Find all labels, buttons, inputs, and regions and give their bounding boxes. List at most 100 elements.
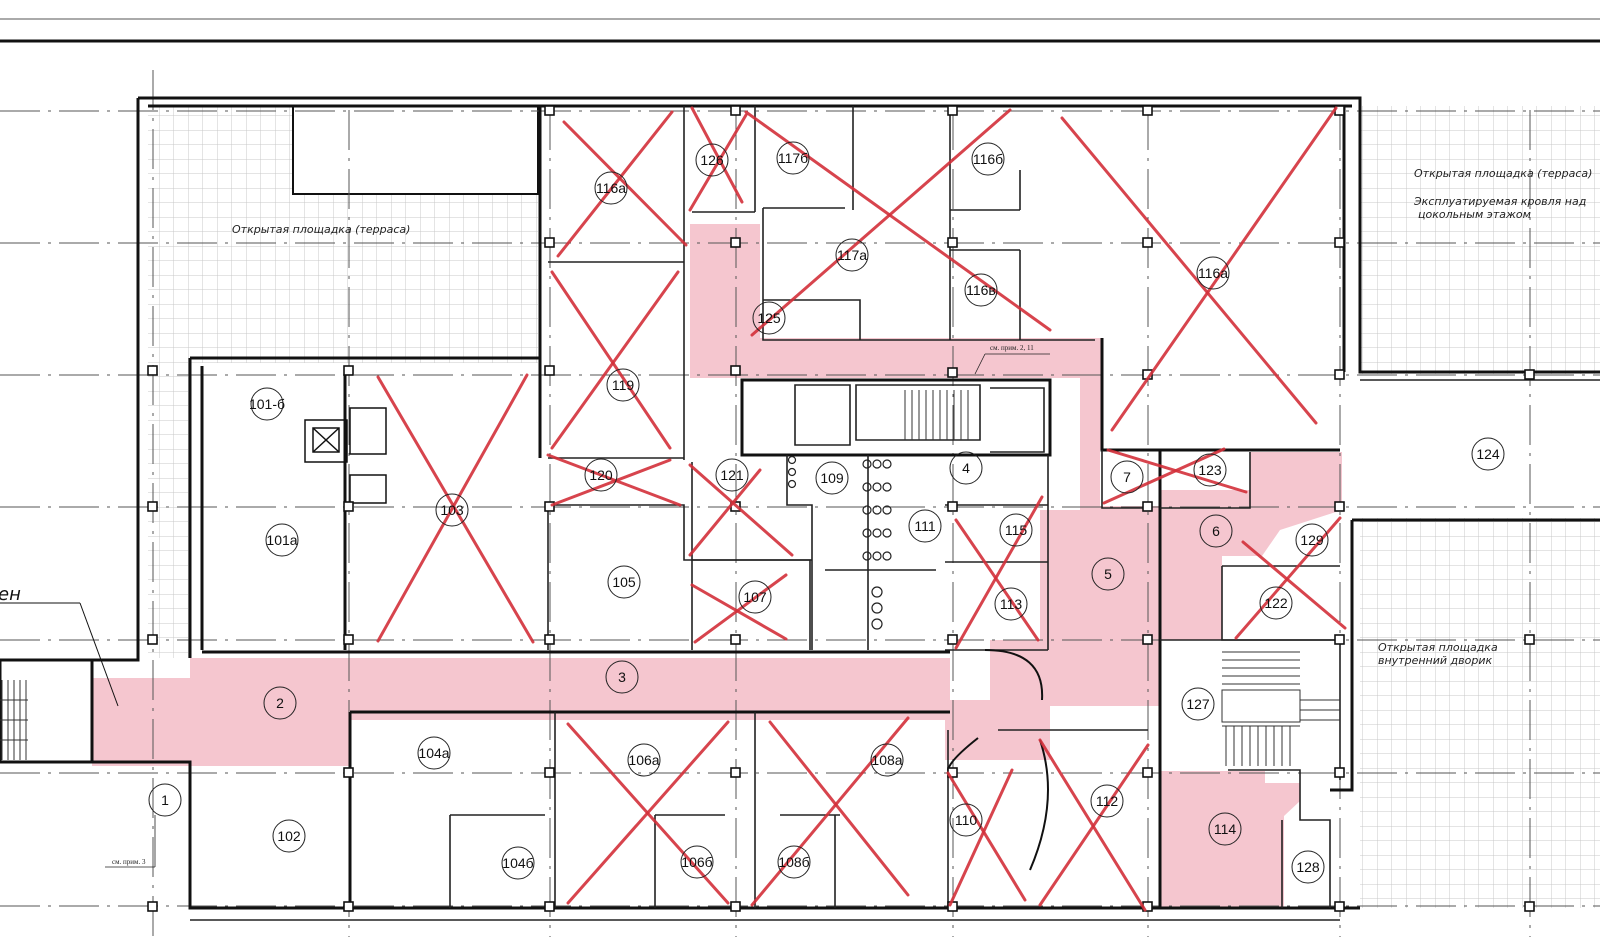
room-tag-circle (695, 143, 729, 177)
room-tag-104b: 104б (501, 846, 535, 880)
room-tag-circle (272, 819, 306, 853)
room-number: 111 (914, 518, 935, 534)
demolition-crosses (376, 106, 1347, 912)
room-tag-circle (606, 368, 640, 402)
room-tag-circle (1295, 523, 1329, 557)
room-tag-circle (949, 451, 983, 485)
room-tag-3: 3 (605, 660, 639, 694)
stair-127 (1221, 651, 1340, 766)
room-tag-circle (1181, 687, 1215, 721)
room-number: 120 (589, 467, 613, 483)
room-tag-103: 103 (435, 493, 469, 527)
room-tag-5: 5 (1091, 557, 1125, 591)
room-number: 117б (778, 150, 808, 166)
room-tag-124: 124 (1471, 437, 1505, 471)
room-tag-116a_left: 116а (594, 171, 628, 205)
room-tag-105: 105 (607, 565, 641, 599)
room-tag-102: 102 (272, 819, 306, 853)
room-tag-circle (250, 387, 284, 421)
room-tag-circle (435, 493, 469, 527)
room-number: 116б (973, 151, 1003, 167)
room-number: 6 (1212, 523, 1220, 539)
room-number: 121 (720, 467, 744, 483)
room-tag-106a: 106а (627, 743, 661, 777)
room-number: 113 (1000, 596, 1023, 612)
room-tag-circle (1091, 557, 1125, 591)
room-number: 117а (837, 247, 867, 263)
room-number: 122 (1264, 595, 1288, 611)
room-tag-4: 4 (949, 451, 983, 485)
room-number: 107 (743, 589, 767, 605)
note-terrace-right: Открытая площадка (терраса) (1414, 167, 1592, 180)
corridor-areas (92, 224, 1342, 908)
room-number: 115 (1005, 522, 1028, 538)
room-tag-circle (964, 273, 998, 307)
room-tag-127: 127 (1181, 687, 1215, 721)
terrace-tiles (148, 105, 1600, 908)
room-number: 102 (277, 828, 301, 844)
room-tag-129: 129 (1295, 523, 1329, 557)
room-tag-6: 6 (1199, 514, 1233, 548)
room-number: 119 (612, 377, 635, 393)
note-ref-2-11: см. прим. 2, 11 (990, 344, 1034, 352)
room-tag-109: 109 (815, 461, 849, 495)
room-tag-116a_right: 116а (1196, 256, 1230, 290)
room-tag-114: 114 (1208, 812, 1242, 846)
room-tag-circle (999, 513, 1033, 547)
room-tag-108b: 108б (777, 845, 811, 879)
room-tag-116b: 116б (971, 142, 1005, 176)
room-tag-2: 2 (263, 686, 297, 720)
room-number: 126 (700, 152, 724, 168)
room-tag-circle (870, 743, 904, 777)
room-tag-circle (1291, 850, 1325, 884)
room-number: 101-б (249, 396, 285, 412)
room-tag-circle (594, 171, 628, 205)
annotations: Открытая площадка (терраса) Открытая пло… (0, 167, 1592, 868)
elevator-shaft (304, 407, 387, 504)
room-tag-119: 119 (606, 368, 640, 402)
room-tag-125: 125 (752, 301, 786, 335)
room-number: 128 (1296, 859, 1320, 875)
left-cut-label: ен (0, 584, 21, 605)
room-tag-circle (776, 141, 810, 175)
room-tag-circle (1090, 784, 1124, 818)
room-tag-117a: 117а (835, 238, 869, 272)
room-tag-circle (971, 142, 1005, 176)
room-tag-111: 111 (908, 509, 942, 543)
room-number: 125 (757, 310, 781, 326)
core-staircase (904, 390, 969, 440)
room-tag-circle (949, 803, 983, 837)
note-roof-2: цокольным этажом (1418, 208, 1531, 221)
room-tag-circle (1193, 453, 1227, 487)
left-staircase (0, 680, 28, 760)
room-number: 104б (502, 855, 533, 871)
room-tag-circle (1196, 256, 1230, 290)
room-tag-circle (1259, 586, 1293, 620)
room-number: 106а (628, 752, 659, 768)
note-courtyard-1: Открытая площадка (1378, 641, 1498, 654)
room-tag-116v: 116в (964, 273, 998, 307)
sheet-frame (0, 18, 1600, 43)
room-number: 5 (1104, 566, 1112, 582)
room-tag-circle (1199, 514, 1233, 548)
room-tag-112: 112 (1090, 784, 1124, 818)
room-tag-107: 107 (738, 580, 772, 614)
room-number: 127 (1186, 696, 1210, 712)
room-tag-circle (1471, 437, 1505, 471)
room-tag-106b: 106б (680, 845, 714, 879)
room-number: 124 (1476, 446, 1500, 462)
room-number: 108а (871, 752, 902, 768)
room-tag-circle (815, 461, 849, 495)
room-number: 108б (778, 854, 809, 870)
room-tag-7: 7 (1110, 460, 1144, 494)
room-tag-115: 115 (999, 513, 1033, 547)
room-number: 116а (1198, 265, 1228, 281)
room-tag-1: 1 (148, 783, 182, 817)
room-tag-101a: 101а (265, 523, 299, 557)
room-number: 109 (820, 470, 844, 486)
room-number: 114 (1214, 821, 1237, 837)
room-number: 7 (1123, 469, 1131, 485)
room-tag-circle (715, 458, 749, 492)
room-tag-circle (777, 845, 811, 879)
